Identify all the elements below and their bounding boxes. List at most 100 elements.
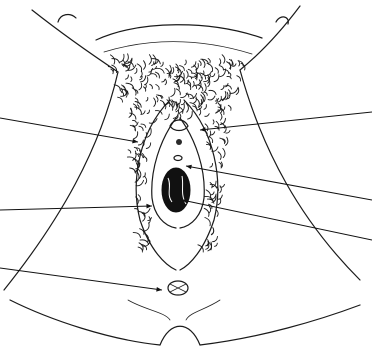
hair-stroke	[146, 143, 150, 149]
hair-stroke	[208, 131, 211, 138]
hair-stroke	[133, 120, 137, 123]
hair-stroke	[139, 83, 142, 90]
hair-stroke	[194, 85, 196, 88]
hair-stroke	[172, 67, 174, 73]
hair-stroke	[143, 87, 145, 91]
hair-stroke	[145, 223, 149, 231]
hair-stroke	[139, 126, 143, 130]
hair-stroke	[220, 113, 222, 121]
arrowhead-1	[132, 139, 138, 144]
hair-stroke	[161, 62, 163, 66]
hair-stroke	[230, 88, 238, 93]
vaginal-opening	[162, 168, 190, 212]
leader-line-1	[0, 118, 138, 142]
hair-stroke	[188, 112, 193, 120]
hair-stroke	[135, 107, 142, 114]
hair-stroke	[135, 68, 137, 73]
hair-stroke	[218, 152, 221, 160]
hair-stroke	[142, 209, 150, 214]
leader-line-2	[200, 112, 372, 130]
hair-stroke	[204, 92, 207, 95]
hair-stroke	[146, 97, 148, 101]
hair-stroke	[145, 177, 147, 184]
hair-stroke	[213, 236, 218, 241]
hair-stroke	[203, 71, 204, 75]
leader-line-4	[0, 206, 152, 210]
hair-stroke	[205, 114, 209, 117]
hair-stroke	[150, 84, 153, 88]
hair-stroke	[130, 168, 136, 173]
hair-stroke	[134, 132, 138, 139]
arrowhead-4	[146, 204, 152, 209]
hair-stroke	[152, 62, 154, 66]
hair-stroke	[135, 98, 138, 103]
hair-stroke	[151, 74, 157, 77]
hair-stroke	[215, 243, 218, 246]
hair-stroke	[205, 218, 210, 226]
hair-stroke	[193, 82, 195, 88]
hair-stroke	[144, 61, 146, 70]
urethral-opening	[174, 156, 182, 161]
hair-stroke	[149, 69, 153, 73]
hair-stroke	[138, 140, 143, 145]
hair-stroke	[110, 55, 114, 64]
hair-stroke	[138, 247, 142, 252]
hair-stroke	[223, 148, 225, 157]
hair-stroke	[125, 75, 128, 79]
anus	[168, 281, 188, 295]
pubic-hair	[108, 54, 245, 252]
hair-stroke	[213, 120, 214, 124]
hair-stroke	[219, 59, 221, 65]
hair-stroke	[176, 89, 180, 95]
hair-stroke	[209, 90, 216, 94]
hair-stroke	[215, 68, 218, 74]
hair-stroke	[139, 243, 143, 251]
hair-stroke	[156, 97, 158, 102]
hair-stroke	[133, 233, 140, 238]
hair-stroke	[118, 97, 123, 102]
hair-stroke	[209, 206, 211, 213]
hair-stroke	[208, 96, 215, 100]
hair-stroke	[218, 199, 221, 205]
hair-stroke	[185, 60, 187, 65]
hair-stroke	[145, 85, 146, 89]
hair-stroke	[144, 156, 147, 161]
hair-stroke	[226, 131, 230, 134]
hair-stroke	[111, 69, 113, 74]
hair-stroke	[187, 71, 189, 79]
hair-stroke	[180, 104, 184, 112]
hair-stroke	[165, 79, 166, 85]
hair-stroke	[210, 164, 213, 168]
hair-stroke	[154, 98, 156, 106]
hair-stroke	[237, 76, 241, 81]
hair-stroke	[128, 150, 131, 153]
hair-stroke	[176, 67, 182, 75]
hair-stroke	[219, 162, 221, 166]
arrowhead-3	[186, 165, 192, 170]
hair-stroke	[218, 195, 223, 199]
hair-stroke	[222, 55, 225, 64]
hair-stroke	[147, 70, 151, 76]
arrowhead-6	[156, 287, 162, 292]
hair-stroke	[214, 75, 219, 82]
hair-stroke	[137, 64, 141, 72]
hair-stroke	[211, 192, 214, 195]
hair-stroke	[229, 73, 231, 77]
leader-lines	[0, 112, 372, 292]
hair-stroke	[215, 110, 218, 114]
hair-stroke	[127, 157, 136, 162]
abdomen-outline	[32, 6, 300, 72]
hair-stroke	[171, 88, 175, 96]
hair-stroke	[147, 110, 149, 113]
leader-line-6	[0, 268, 162, 290]
hair-stroke	[165, 114, 170, 120]
hair-stroke	[131, 77, 132, 82]
hair-stroke	[199, 61, 201, 66]
hair-stroke	[196, 82, 200, 85]
hair-stroke	[212, 74, 215, 77]
hair-stroke	[162, 79, 165, 82]
hair-stroke	[228, 105, 231, 110]
leader-line-5	[182, 200, 372, 240]
